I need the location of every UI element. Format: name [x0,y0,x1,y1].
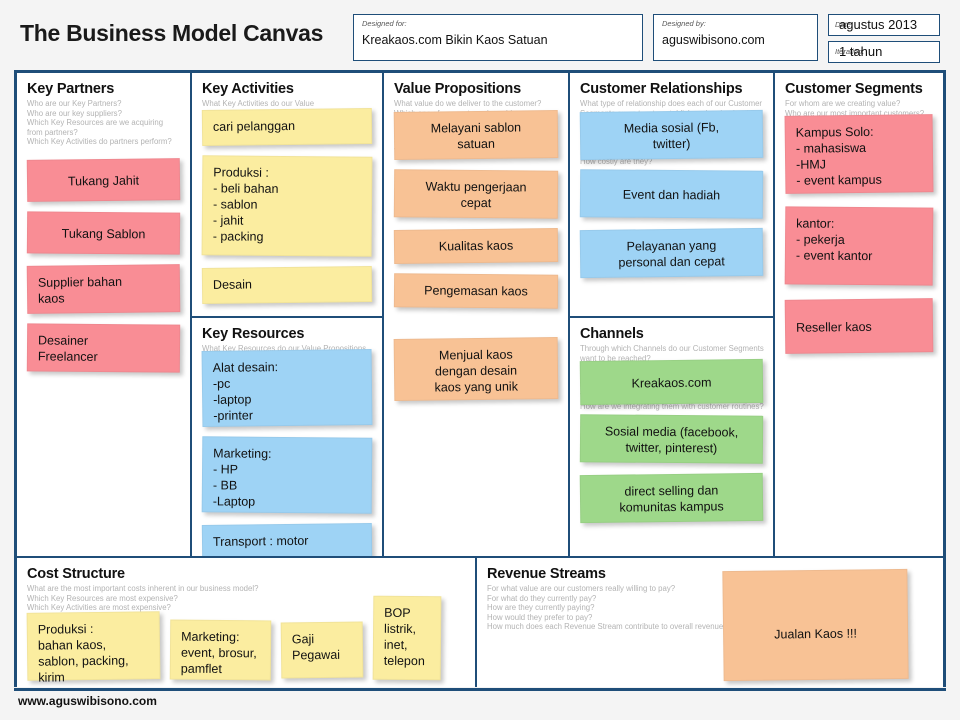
sticky-note[interactable]: BOP listrik, inet, telepon [372,595,442,681]
block-key-resources[interactable]: Key Resources What Key Resources do our … [192,316,384,556]
sticky-note[interactable]: Transport : motor [201,522,373,556]
block-title-cost-structure: Cost Structure [27,566,125,582]
sticky-note[interactable]: Sosial media (facebook, twitter, pintere… [579,414,764,464]
date-box[interactable]: Date: agustus 2013 [828,14,940,36]
block-revenue-streams[interactable]: Revenue Streams For what value are our c… [477,556,943,687]
sticky-note[interactable]: direct selling dan komunitas kampus [579,472,764,524]
block-title-key-activities: Key Activities [202,81,294,97]
block-title-customer-segments: Customer Segments [785,81,923,97]
block-customer-segments[interactable]: Customer Segments For whom are we creati… [775,73,943,556]
designed-for-label: Designed for: [362,19,407,28]
block-customer-relationships[interactable]: Customer Relationships What type of rela… [570,73,775,316]
sticky-note[interactable]: Pengemasan kaos [393,273,559,309]
page-title: The Business Model Canvas [20,20,324,46]
block-title-value-propositions: Value Propositions [394,81,521,97]
sticky-note[interactable]: Marketing: - HP - BB -Laptop [201,436,373,514]
block-value-propositions[interactable]: Value Propositions What value do we deli… [384,73,570,556]
sticky-note[interactable]: Produksi : bahan kaos, sablon, packing, … [26,611,161,685]
block-cost-structure[interactable]: Cost Structure What are the most importa… [17,556,477,687]
canvas-header: The Business Model Canvas Designed for: … [0,0,960,66]
block-title-customer-relationships: Customer Relationships [580,81,743,97]
sticky-note[interactable]: Kreakaos.com [579,358,764,406]
sticky-note[interactable]: Pelayanan yang personal dan cepat [579,227,764,279]
date-label: Date: [835,20,853,29]
sticky-note[interactable]: Reseller kaos [784,298,934,354]
sticky-note[interactable]: Desainer Freelancer [26,323,181,373]
sticky-note[interactable]: Tukang Sablon [26,211,181,255]
block-title-key-resources: Key Resources [202,326,305,342]
sticky-note[interactable]: Jualan Kaos !!! [722,568,909,682]
block-key-activities[interactable]: Key Activities What Key Activities do ou… [192,73,384,316]
sticky-note[interactable]: Melayani sablon satuan [393,110,559,160]
sticky-note[interactable]: Waktu pengerjaan cepat [393,169,559,219]
sticky-note[interactable]: Kualitas kaos [393,227,559,265]
designed-by-value: aguswibisono.com [662,33,765,47]
block-channels[interactable]: Channels Through which Channels do our C… [570,316,775,556]
sticky-note[interactable]: Media sosial (Fb, twitter) [579,109,764,161]
footer-url: www.aguswibisono.com [18,694,157,708]
sticky-note[interactable]: Marketing: event, brosur, pamflet [169,619,272,681]
cost-structure-notes: Produksi : bahan kaos, sablon, packing, … [26,595,442,685]
sticky-note[interactable]: Kampus Solo: - mahasiswa -HMJ - event ka… [784,114,934,194]
sticky-note[interactable]: Tukang Jahit [26,158,181,202]
designed-for-value: Kreakaos.com Bikin Kaos Satuan [362,33,548,47]
block-prompt-customer-segments: For whom are we creating value? Who are … [785,99,925,118]
block-title-channels: Channels [580,326,644,342]
block-prompt-revenue-streams: For what value are our customers really … [487,584,732,632]
sticky-note[interactable]: Menjual kaos dengan desain kaos yang uni… [393,337,559,401]
sticky-note[interactable]: Event dan hadiah [579,169,764,219]
sticky-note[interactable]: Supplier bahan kaos [26,264,181,314]
block-title-key-partners: Key Partners [27,81,115,97]
block-key-partners[interactable]: Key Partners Who are our Key Partners? W… [17,73,192,556]
sticky-note[interactable]: Produksi : - beli bahan - sablon - jahit… [201,155,373,257]
block-prompt-cost-structure: What are the most important costs inhere… [27,584,259,613]
block-title-revenue-streams: Revenue Streams [487,566,606,582]
footer-divider [14,688,946,691]
block-prompt-key-partners: Who are our Key Partners? Who are our ke… [27,99,172,147]
sticky-note[interactable]: Gaji Pegawai [280,621,364,679]
iteration-value: 1 tahun [839,44,883,59]
sticky-note[interactable]: kantor: - pekerja - event kantor [784,206,934,286]
iteration-label: Iteration: [835,47,865,56]
sticky-note[interactable]: Alat desain: -pc -laptop -printer [201,348,373,428]
designed-for-box[interactable]: Designed for: Kreakaos.com Bikin Kaos Sa… [353,14,643,61]
designed-by-box[interactable]: Designed by: aguswibisono.com [653,14,818,61]
date-value: agustus 2013 [839,17,918,32]
designed-by-label: Designed by: [662,19,706,28]
sticky-note[interactable]: Desain [201,265,373,305]
sticky-note[interactable]: cari pelanggan [201,107,373,147]
iteration-box[interactable]: Iteration: 1 tahun [828,41,940,63]
business-model-canvas: Key Partners Who are our Key Partners? W… [14,70,946,687]
